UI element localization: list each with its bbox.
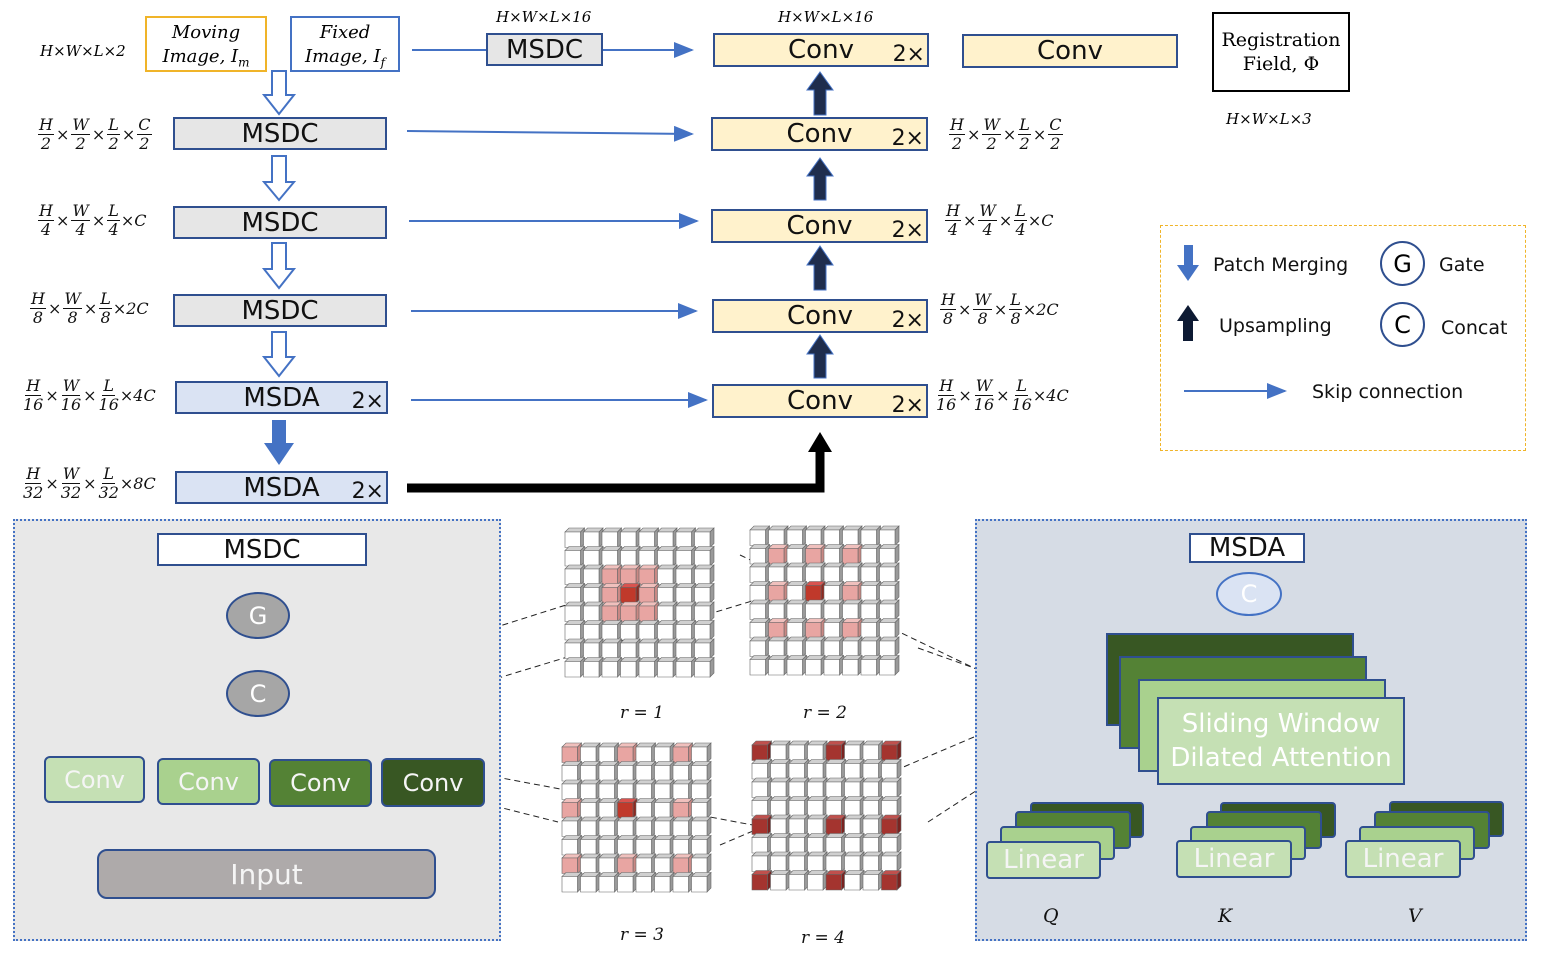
cube-grid-r2 [749,525,900,676]
legend-panel [1160,225,1526,451]
decoder-up-arrows [806,71,834,379]
decoder-conv-3: Conv 2× [712,299,928,333]
top-msdc-block: MSDC [486,33,603,66]
encoder-msdc-1: MSDC [173,117,387,150]
input-dims: H×W×L×2 [40,42,126,60]
legend-patch-merging-icon [1177,245,1199,281]
conv-1-times2: 2× [891,126,924,151]
encoder-msdc-3: MSDC [173,294,387,327]
msda-concat-node: C [1216,572,1282,616]
decoder-conv-2: Conv 2× [711,209,928,243]
linear-q: Linear [986,841,1101,879]
output-dims: H×W×L×3 [1226,110,1312,128]
legend-skip-label: Skip connection [1312,381,1464,403]
registration-field-box: Registration Field, Φ [1212,12,1350,92]
top-conv-dims: H×W×L×16 [778,8,874,26]
msda-1-times2: 2× [351,389,384,414]
encoder-msda-1: MSDA 2× [175,381,388,414]
msdc-conv-2: Conv [157,758,260,805]
patch-merge-arrow [264,420,294,465]
legend-patch-merging-label: Patch Merging [1213,254,1349,276]
bottleneck-up-arrow [407,448,825,493]
bottleneck-arrow-head [808,432,832,452]
msdc-conv-4: Conv [381,758,485,807]
hollow-down-arrows [261,70,297,378]
final-conv: Conv [962,34,1178,68]
encoder-msdc-2: MSDC [173,206,387,239]
conv-2-times2: 2× [891,218,924,243]
conv-1-label: Conv [786,119,853,149]
k-label: K [1218,905,1233,927]
grid-caption-r3: r = 3 [620,925,664,945]
grid-caption-r1: r = 1 [620,703,664,723]
linear-k: Linear [1176,840,1292,878]
msdc-panel-title: MSDC [157,533,367,566]
cube-grid-r1 [564,527,715,678]
registration-line1: Registration [1221,29,1341,51]
legend-upsampling-icon [1177,305,1199,341]
grid-caption-r2: r = 2 [803,703,847,723]
legend-concat-label: Concat [1441,317,1508,339]
msdc-conv-3: Conv [269,759,372,807]
msdc-conv-1: Conv [44,756,145,803]
grid-caption-r4: r = 4 [801,928,845,948]
legend-gate-icon: G [1380,241,1425,286]
msdc-input-block: Input [97,849,436,899]
linear-v: Linear [1345,840,1461,878]
msdc-concat-node: C [226,670,290,717]
cube-grid-r3 [561,742,712,893]
decoder-conv-0: Conv 2× [713,33,929,67]
legend-upsampling-label: Upsampling [1219,315,1332,337]
msda-1-label: MSDA [243,382,320,413]
q-label: Q [1043,905,1059,927]
legend-concat-icon: C [1380,302,1425,347]
conv-3-times2: 2× [891,308,924,333]
cube-grid-r4 [751,740,902,891]
conv-0-label: Conv [788,35,854,65]
encoder-msda-2: MSDA 2× [175,471,388,504]
attention-line1: Sliding Window [1181,709,1381,739]
conv-2-label: Conv [786,211,853,241]
msda-2-times2: 2× [351,479,384,504]
decoder-conv-1: Conv 2× [711,117,928,151]
top-msdc-dims: H×W×L×16 [496,8,592,26]
attention-line2: Dilated Attention [1170,743,1392,773]
v-label: V [1408,905,1422,927]
sliding-window-attention: Sliding Window Dilated Attention [1157,697,1405,785]
conv-0-times2: 2× [892,42,925,67]
msdc-gate-node: G [226,592,290,639]
conv-4-times2: 2× [891,393,924,418]
skip-arrow-1 [406,125,694,142]
msda-2-label: MSDA [243,472,320,503]
registration-line2: Field, Φ [1242,53,1320,75]
legend-gate-label: Gate [1439,254,1485,276]
decoder-conv-4: Conv 2× [712,384,928,418]
msda-panel-title: MSDA [1189,533,1305,563]
conv-3-label: Conv [787,301,853,331]
conv-4-label: Conv [787,386,853,416]
